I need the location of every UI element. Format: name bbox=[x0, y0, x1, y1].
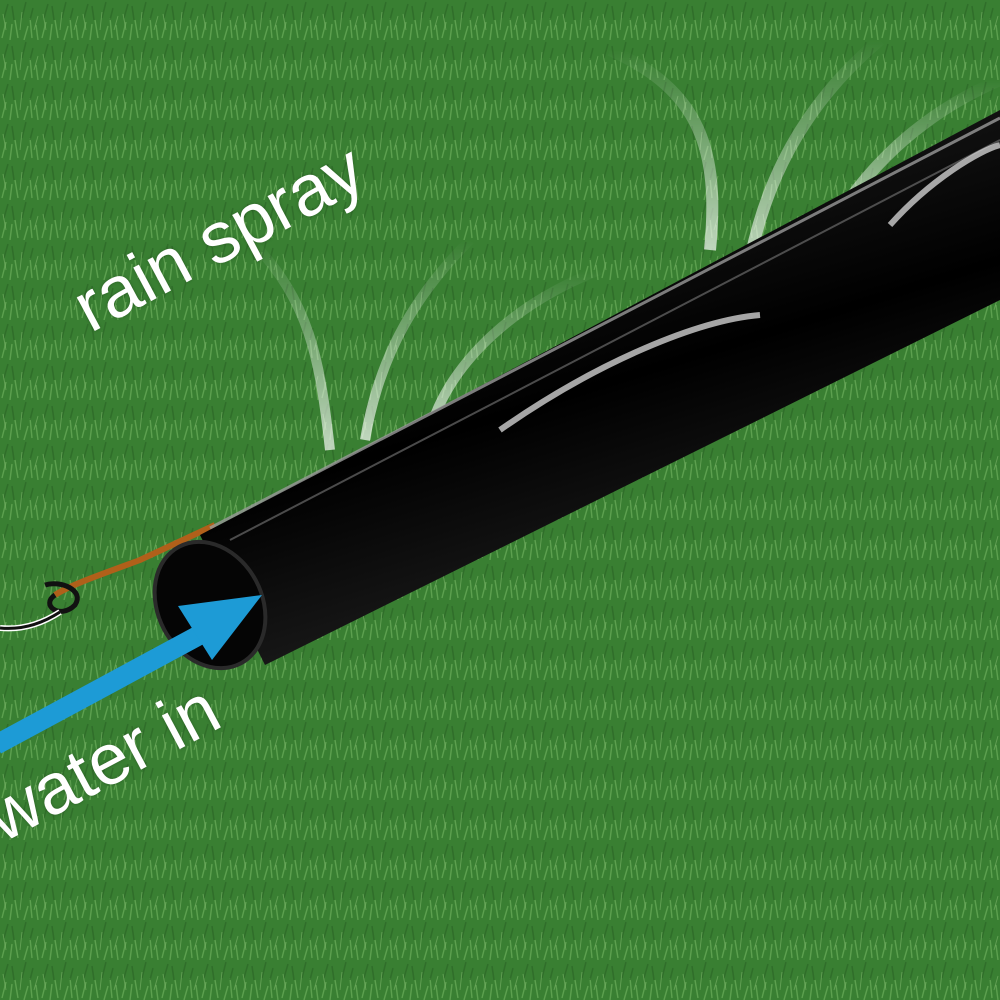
spray-plume bbox=[360, 236, 474, 441]
spray-plume bbox=[425, 265, 602, 432]
arrow-right-icon bbox=[0, 595, 262, 754]
spray-plume bbox=[744, 35, 884, 262]
wire-icon bbox=[0, 522, 217, 632]
spray-plume bbox=[607, 44, 719, 251]
spray-plume bbox=[246, 236, 335, 451]
